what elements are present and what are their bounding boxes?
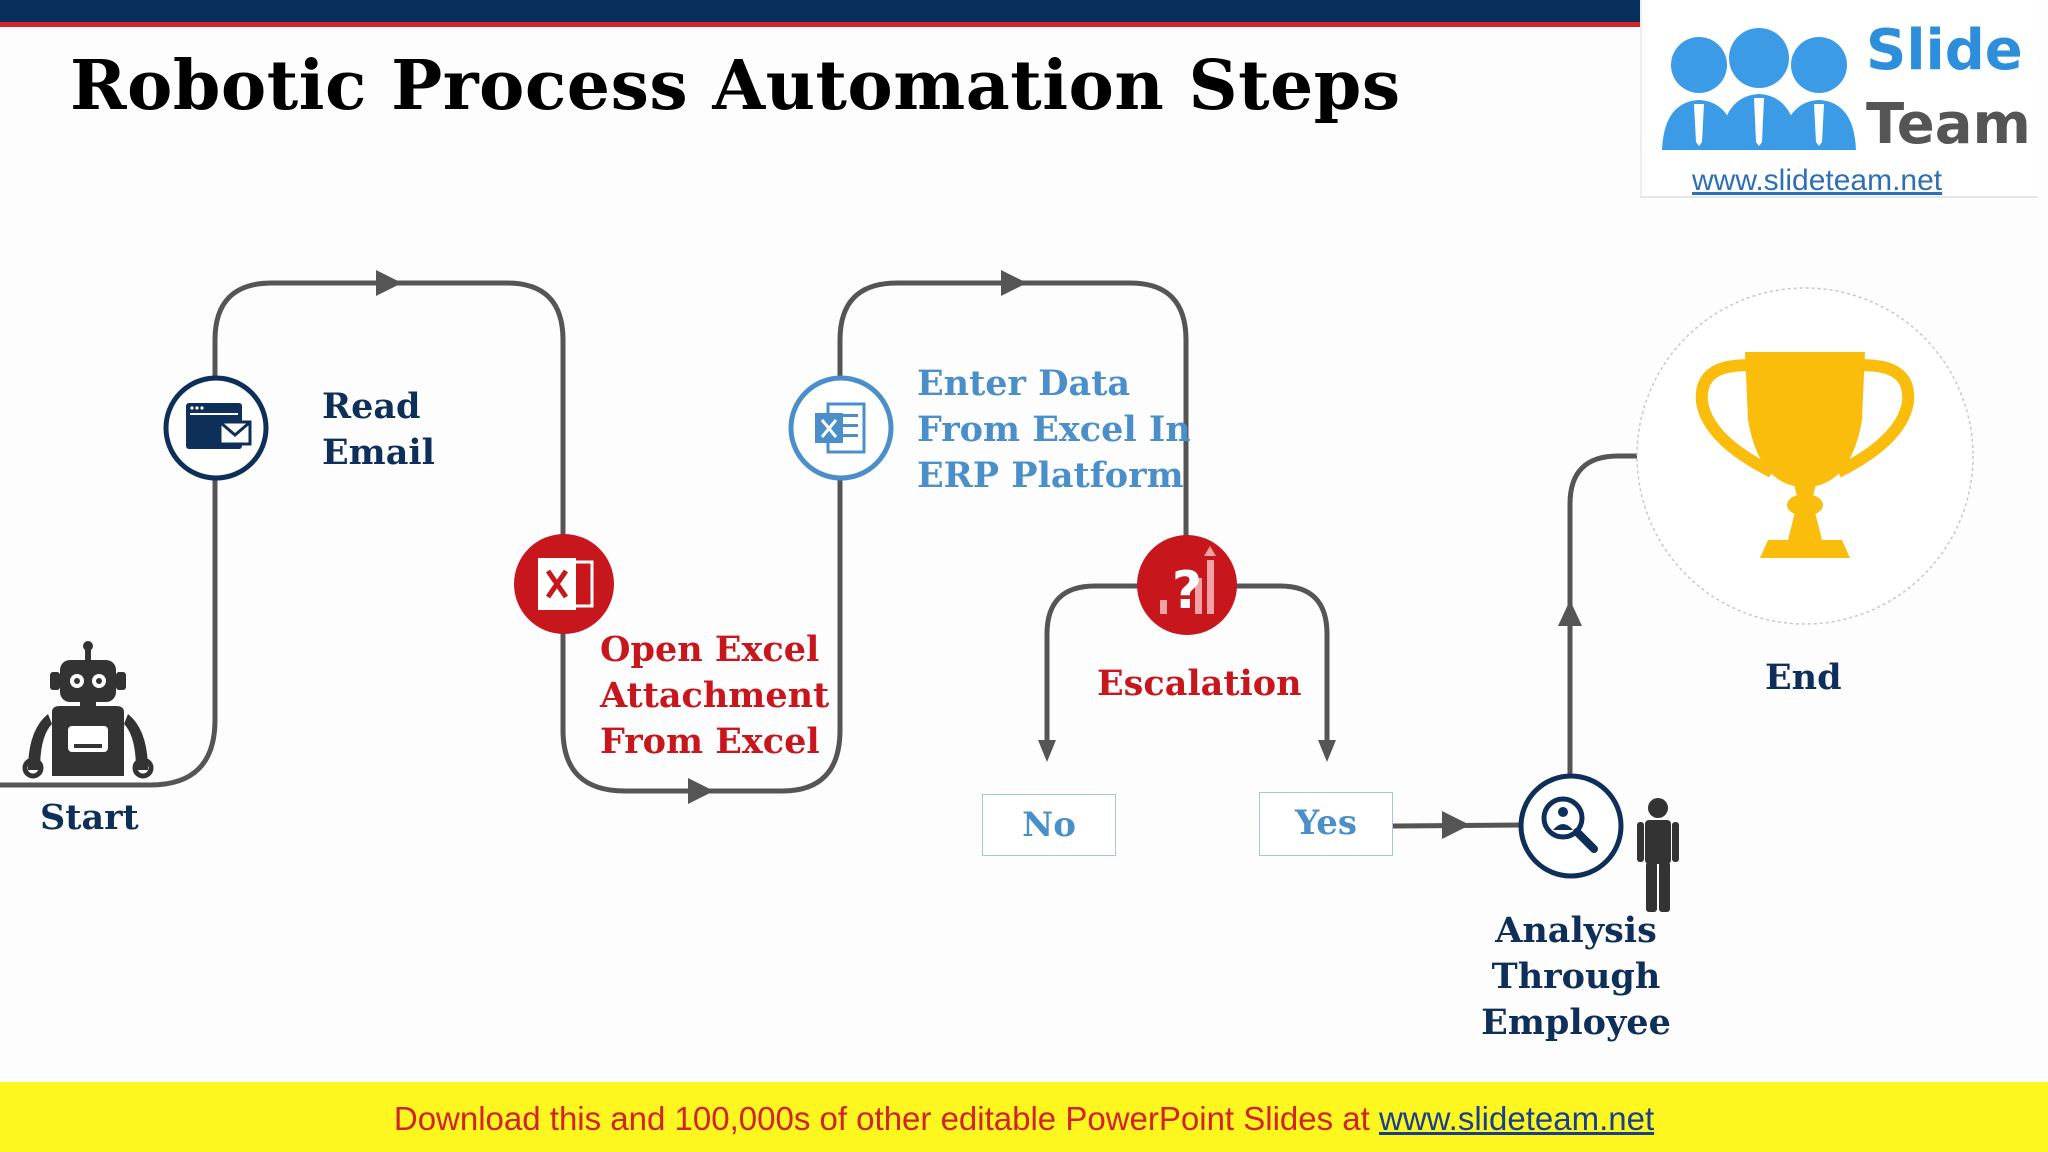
footer-text: Download this and 100,000s of other edit… — [0, 1100, 2048, 1138]
label-enter-data: Enter Data From Excel In ERP Platform — [917, 361, 1191, 499]
excel-document-icon — [788, 375, 894, 481]
footer-link[interactable]: www.slideteam.net — [1379, 1100, 1655, 1137]
label-open-excel: Open Excel Attachment From Excel — [600, 627, 829, 765]
label-line: Analysis — [1495, 910, 1657, 951]
label-line: Employee — [1481, 1002, 1671, 1043]
label-line: Enter Data — [917, 363, 1131, 404]
flow-path — [0, 280, 1637, 829]
logo-word-team: Team — [1866, 92, 2031, 157]
logo-url[interactable]: www.slideteam.net — [1692, 164, 1943, 197]
page-title: Robotic Process Automation Steps — [70, 46, 1401, 126]
label-line: From Excel In — [917, 409, 1191, 450]
label-line: Attachment — [600, 675, 830, 716]
flow-arrowheads — [376, 270, 1582, 839]
svg-text:?: ? — [1172, 561, 1202, 621]
excel-icon — [514, 534, 614, 634]
arrowhead — [1001, 270, 1027, 296]
logo-word-slide: Slide — [1866, 18, 2023, 83]
decision-yes-box: Yes — [1259, 792, 1393, 856]
person-icon — [1637, 798, 1679, 912]
slideteam-logo: Slide Team www.slideteam.net — [1640, 0, 2038, 198]
label-analysis: Analysis Through Employee — [1476, 908, 1676, 1046]
label-line: From Excel — [600, 721, 820, 762]
label-line: Through — [1491, 956, 1661, 997]
footer-banner — [0, 1082, 2048, 1152]
arrowhead — [1318, 740, 1336, 762]
label-line: ERP Platform — [917, 455, 1184, 496]
top-banner — [0, 0, 1640, 22]
label-line: Email — [322, 432, 435, 473]
robot-icon — [22, 641, 154, 779]
top-banner-accent — [0, 22, 1640, 27]
footer-message: Download this and 100,000s of other edit… — [393, 1100, 1379, 1137]
arrowhead — [1038, 740, 1056, 762]
arrowhead — [1558, 600, 1582, 626]
browser-mail-icon — [163, 375, 269, 481]
label-line: Open Excel — [600, 629, 820, 670]
arrowhead — [688, 778, 714, 804]
label-start: Start — [40, 797, 139, 838]
label-read-email: Read Email — [322, 384, 435, 476]
label-escalation: Escalation — [1097, 663, 1302, 704]
search-person-icon — [1518, 773, 1624, 879]
label-end: End — [1765, 657, 1842, 698]
trophy-icon — [1695, 352, 1915, 558]
label-line: Read — [322, 386, 421, 427]
arrowhead — [1442, 811, 1470, 839]
arrowhead — [376, 270, 402, 296]
people-logo-icon — [1662, 28, 1856, 150]
question-growth-icon: ? — [1137, 535, 1237, 635]
decision-no-box: No — [982, 794, 1116, 856]
